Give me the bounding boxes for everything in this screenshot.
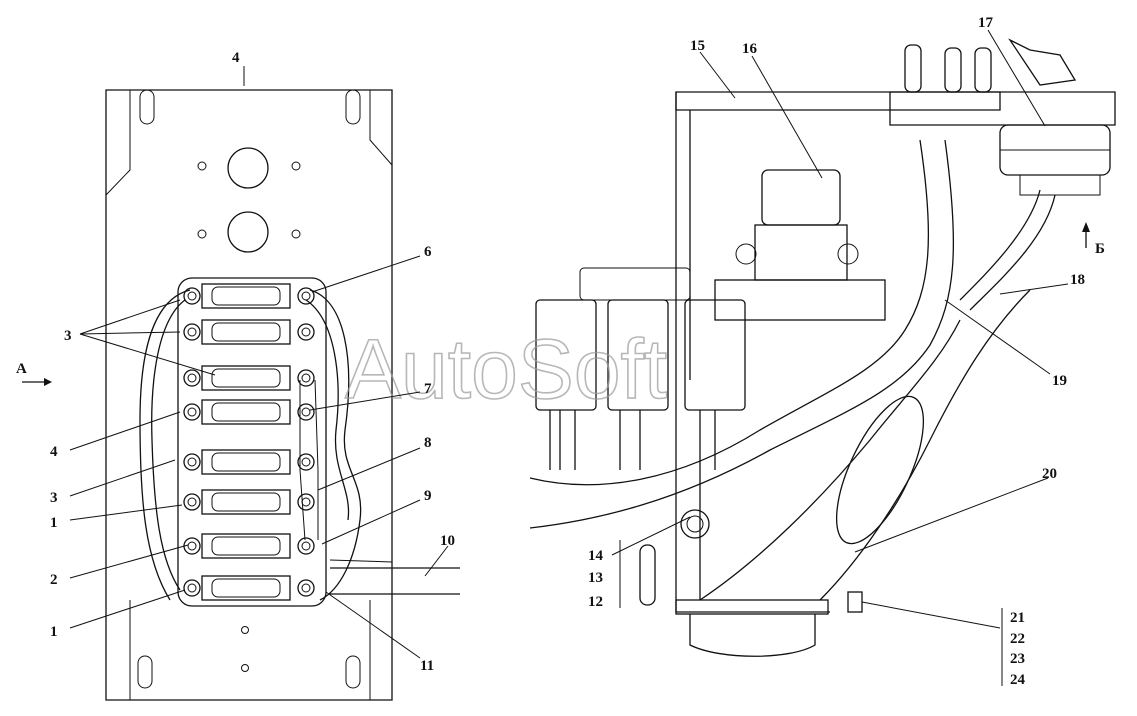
callout-9: 9 [424, 488, 432, 504]
callout-22: 22 [1010, 631, 1025, 647]
terminal-nut [183, 287, 201, 305]
fuse-row [183, 399, 315, 425]
watermark: AutoSoft [345, 322, 667, 416]
terminal-nut [183, 579, 201, 597]
fuse-row [183, 575, 315, 601]
callout-4-top: 4 [232, 50, 240, 66]
callout-19: 19 [1052, 373, 1067, 389]
terminal-nut [183, 403, 201, 421]
fuse-panel [105, 89, 460, 701]
callout-15: 15 [690, 38, 705, 54]
view-arrow-b: Б [1082, 222, 1105, 257]
callout-8: 8 [424, 435, 432, 451]
fuse-row [183, 283, 315, 309]
callout-2: 2 [50, 572, 58, 588]
callout-10: 10 [440, 533, 455, 549]
fuse-row [183, 365, 315, 391]
terminal-nut [183, 453, 201, 471]
fuse-row [183, 449, 315, 475]
callout-7: 7 [424, 381, 432, 397]
callout-17: 17 [978, 15, 994, 31]
callout-3-top: 3 [64, 328, 72, 344]
terminal-nut [183, 537, 201, 555]
view-a-label: А [16, 361, 27, 377]
fuse-row [183, 319, 315, 345]
terminal-nut [183, 369, 201, 387]
terminal-nut [297, 403, 315, 421]
terminal-nut [297, 453, 315, 471]
callout-1-lower: 1 [50, 624, 58, 640]
leader-lines [69, 29, 1069, 686]
callout-16: 16 [742, 41, 758, 57]
callout-11: 11 [420, 658, 434, 674]
terminal-nut [183, 493, 201, 511]
callout-4-side: 4 [50, 444, 58, 460]
terminal-nut [297, 493, 315, 511]
terminal-nut [297, 287, 315, 305]
terminal-nut [297, 323, 315, 341]
callout-1-upper: 1 [50, 515, 58, 531]
fuse-row [183, 533, 315, 559]
callout-3-side: 3 [50, 490, 58, 506]
callout-12: 12 [588, 594, 603, 610]
relay-assembly [529, 38, 1116, 657]
callouts: 4 3 4 3 1 2 1 6 7 8 9 10 11 14 13 12 15 … [50, 15, 1085, 688]
terminal-nut [297, 579, 315, 597]
callout-20: 20 [1042, 466, 1057, 482]
callout-24: 24 [1010, 672, 1026, 688]
callout-21: 21 [1010, 610, 1025, 626]
view-arrow-a: А [16, 361, 52, 386]
terminal-nut [297, 369, 315, 387]
callout-6: 6 [424, 244, 432, 260]
callout-14: 14 [588, 548, 604, 564]
terminal-nut [183, 323, 201, 341]
callout-18: 18 [1070, 272, 1085, 288]
view-b-label: Б [1095, 241, 1105, 257]
callout-13: 13 [588, 570, 603, 586]
fuse-row [183, 489, 315, 515]
callout-23: 23 [1010, 651, 1025, 667]
terminal-nut [297, 537, 315, 555]
